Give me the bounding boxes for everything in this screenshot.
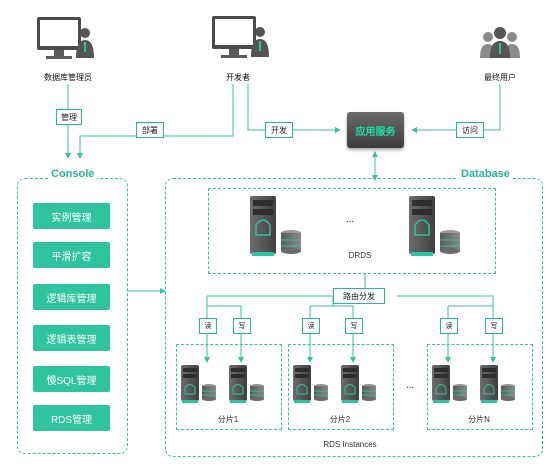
write-tag: 写 — [233, 318, 251, 334]
end-user-group-icon — [480, 27, 520, 58]
shard-ellipsis: ... — [405, 380, 415, 391]
access-flow-label: 访问 — [456, 122, 484, 138]
dba-computer-icon — [37, 17, 94, 59]
drds-label: DRDS — [348, 251, 372, 260]
console-item-rds[interactable]: RDS管理 — [33, 405, 110, 431]
database-title: Database — [458, 168, 513, 180]
drds-ellipsis: ... — [345, 214, 355, 225]
rds-instances-label: RDS Instances — [323, 440, 377, 449]
rds-server-icon — [181, 365, 216, 403]
drds-cluster — [208, 188, 496, 274]
rds-server-icon — [229, 365, 264, 403]
shard-n-box — [427, 344, 533, 430]
shard-n-label: 分片N — [468, 415, 490, 424]
shard-1-box — [176, 344, 282, 430]
drds-server-icon — [409, 196, 460, 256]
rds-server-icon — [480, 365, 515, 403]
write-tag: 写 — [485, 318, 503, 334]
shard-1-label: 分片1 — [217, 415, 239, 424]
console-item-scaling[interactable]: 平滑扩容 — [33, 242, 110, 268]
end-user-label: 最终用户 — [484, 73, 516, 82]
developer-label: 开发者 — [226, 73, 250, 82]
manage-flow-label: 管理 — [56, 109, 82, 125]
developer-computer-icon — [212, 16, 269, 58]
write-tag: 写 — [345, 318, 363, 334]
console-title: Console — [48, 168, 98, 180]
shard-2-label: 分片2 — [329, 415, 351, 424]
console-item-logic-db[interactable]: 逻辑库管理 — [33, 284, 110, 310]
routing-node: 路由分发 — [333, 288, 385, 304]
rds-server-icon — [341, 365, 376, 403]
console-item-logic-table[interactable]: 逻辑表管理 — [33, 325, 110, 351]
database-panel — [165, 178, 543, 457]
develop-flow-label: 开发 — [265, 122, 293, 138]
shard-2-box — [288, 344, 394, 430]
rds-server-icon — [432, 365, 467, 403]
app-service-node: 应用服务 — [347, 112, 404, 148]
deploy-flow-label: 部署 — [136, 122, 164, 138]
console-item-slow-sql[interactable]: 慢SQL管理 — [33, 366, 110, 392]
read-tag: 读 — [199, 318, 217, 334]
drds-server-icon — [250, 196, 301, 256]
dba-label: 数据库管理员 — [44, 73, 92, 82]
read-tag: 读 — [440, 318, 458, 334]
rds-server-icon — [293, 365, 328, 403]
read-tag: 读 — [302, 318, 320, 334]
console-item-instance[interactable]: 实例管理 — [33, 203, 110, 229]
